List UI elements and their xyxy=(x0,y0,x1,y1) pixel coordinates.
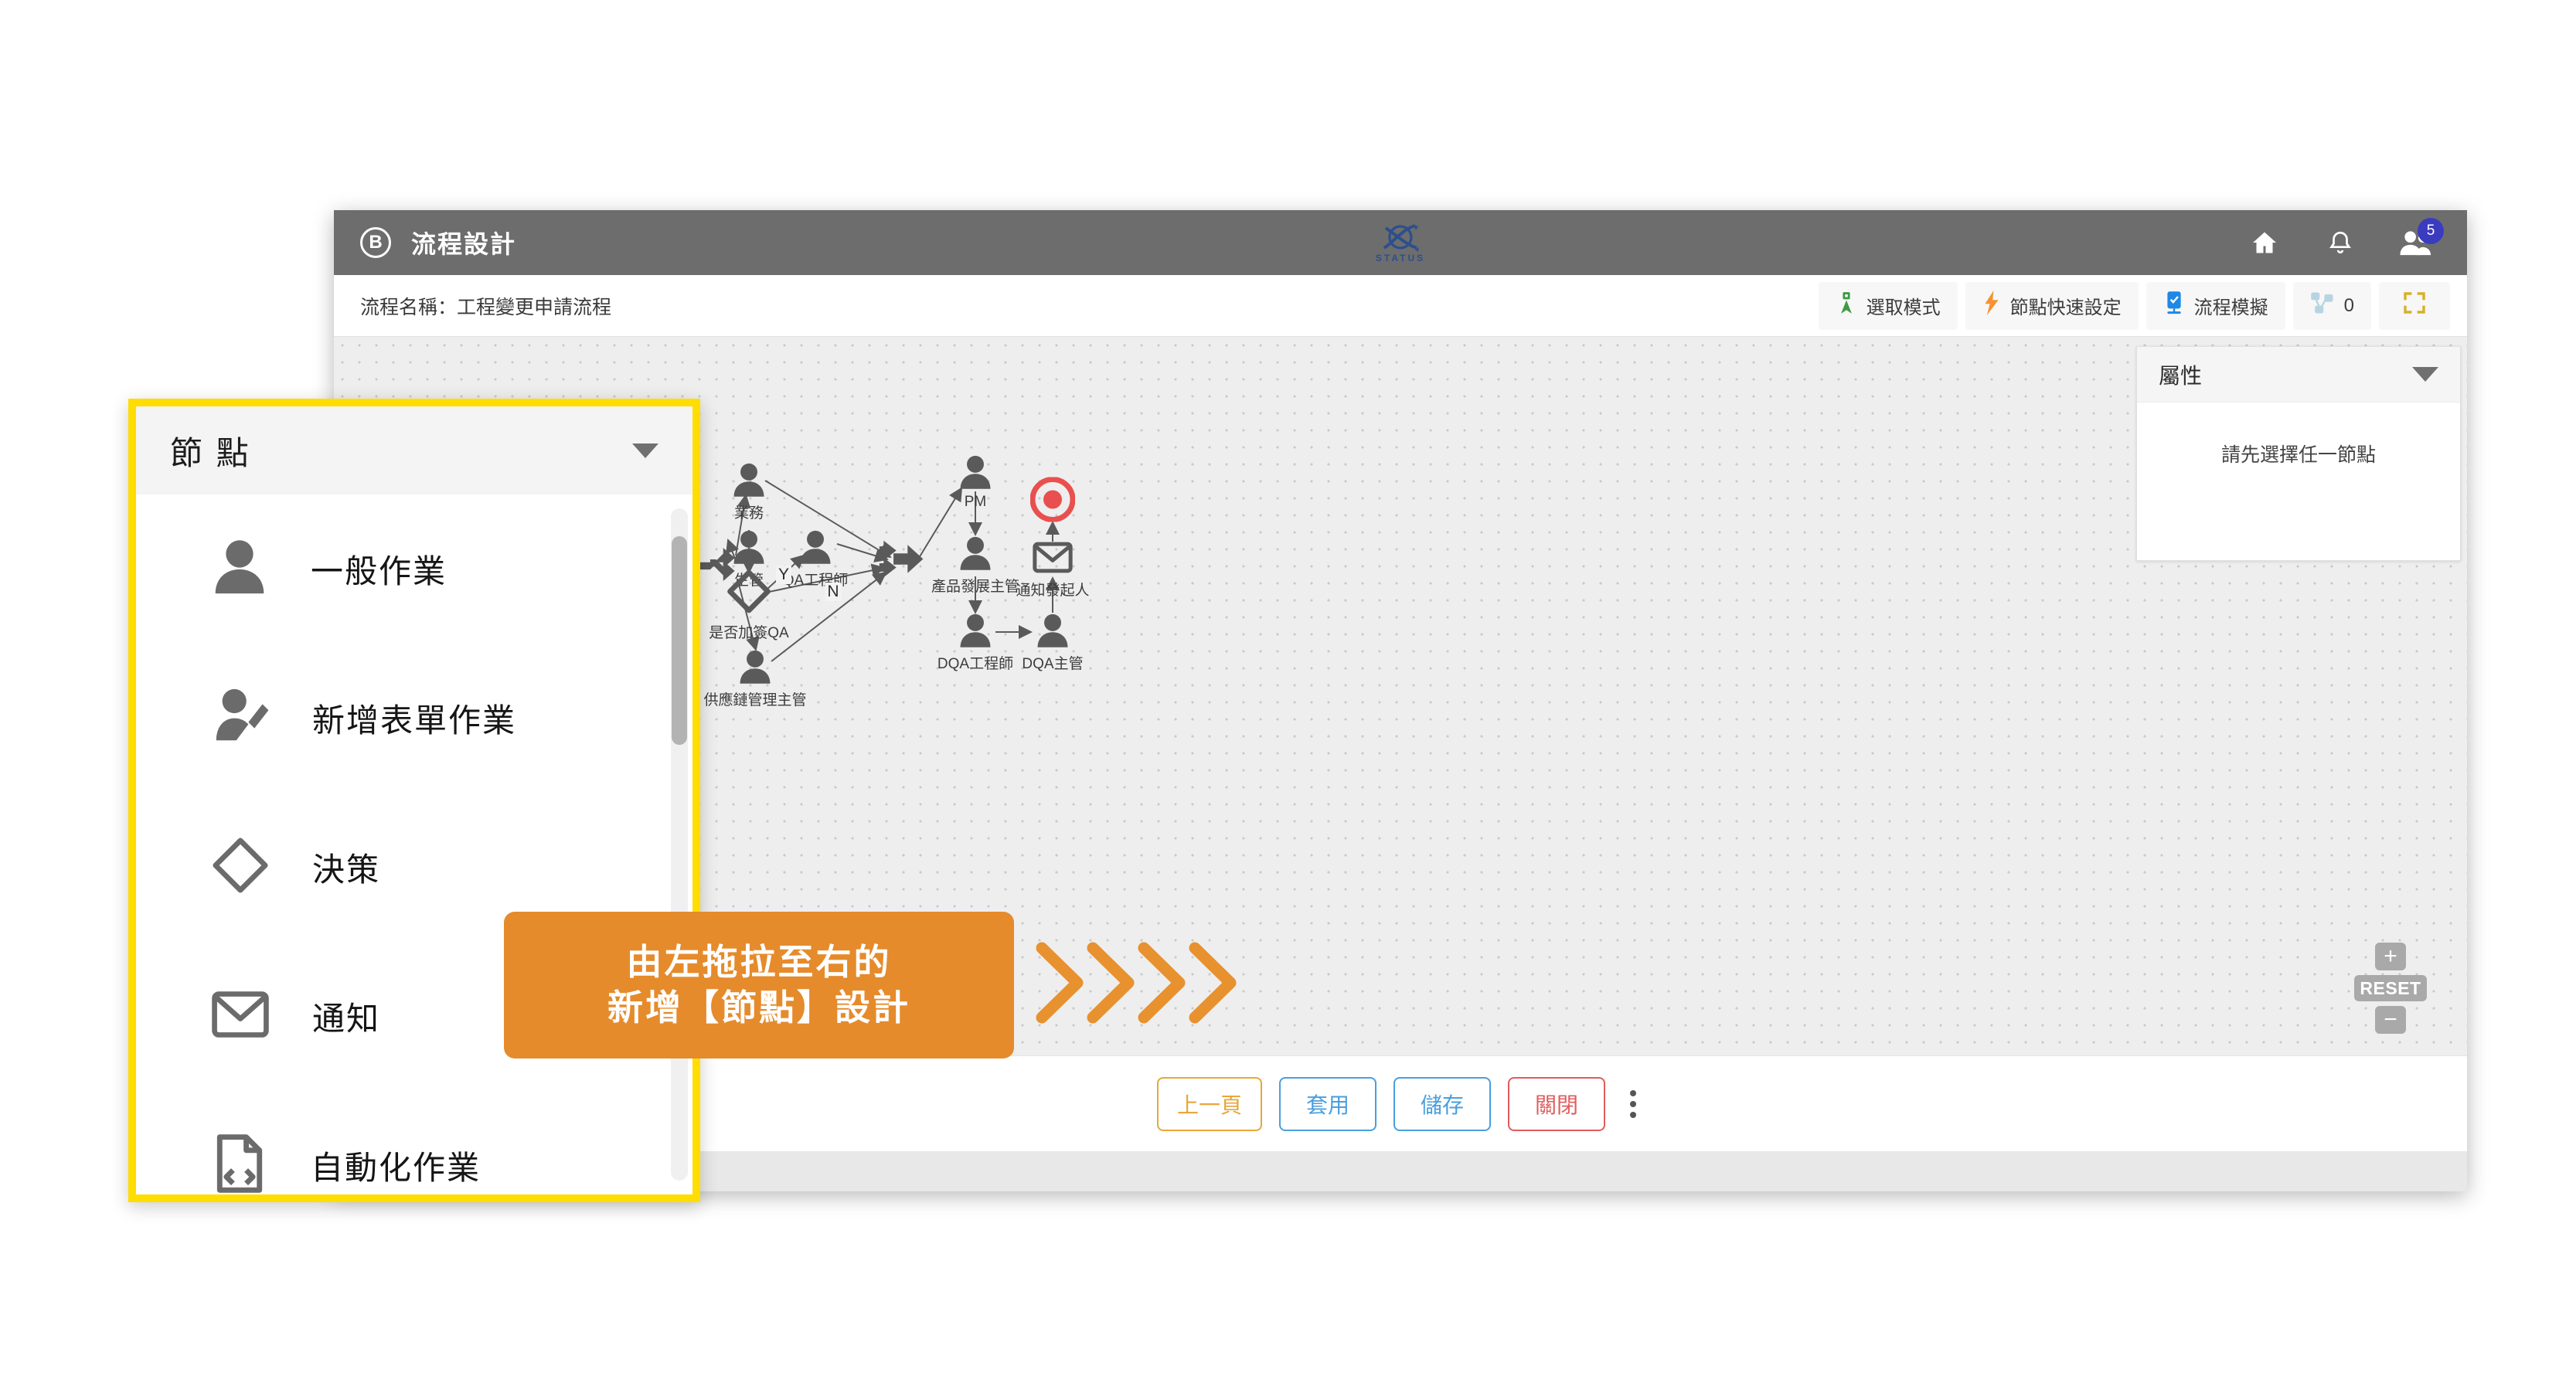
properties-title: 屬性 xyxy=(2159,363,2203,388)
palette-item-label: 通知 xyxy=(312,1001,381,1037)
palette-scrollbar[interactable] xyxy=(671,508,688,1181)
end-node-icon[interactable] xyxy=(1029,477,1076,526)
node-icon-scm-manager[interactable] xyxy=(737,650,774,689)
node-icon-product-dev-manager[interactable] xyxy=(957,536,994,576)
document-code-icon xyxy=(210,1133,269,1194)
fork-gateway-icon[interactable] xyxy=(699,544,742,591)
palette-item-label: 新增表單作業 xyxy=(312,702,517,739)
node-count-button[interactable]: 0 xyxy=(2292,281,2371,330)
envelope-icon xyxy=(210,989,271,1044)
node-label-sales: 業務 xyxy=(733,505,764,522)
app-logo: STATUS xyxy=(1376,222,1425,263)
status-logo-icon xyxy=(1383,224,1419,252)
fullscreen-icon xyxy=(2402,291,2427,321)
chevron-down-icon[interactable] xyxy=(632,443,658,458)
footer-actions: 上一頁 套用 儲存 關閉 xyxy=(334,1056,2467,1152)
select-mode-button[interactable]: 選取模式 xyxy=(1818,281,1958,330)
node-palette-panel: 節 點 一般作業 新增表單 xyxy=(128,399,700,1202)
palette-item-label: 決策 xyxy=(312,851,381,888)
callout-line-2: 新增【節點】設計 xyxy=(607,987,910,1028)
person-icon xyxy=(210,539,269,600)
palette-item-automation-task[interactable]: 自動化作業 xyxy=(136,1091,671,1194)
node-icon-pm[interactable] xyxy=(957,455,994,494)
toolbar-actions: 選取模式 節點快速設定 xyxy=(1818,281,2450,330)
palette-item-decision[interactable]: 決策 xyxy=(136,793,671,942)
titlebar-icon-group: 5 xyxy=(2248,218,2444,260)
node-label-notify-initiator: 通知發起人 xyxy=(1016,583,1090,599)
node-icon-notify-initiator[interactable] xyxy=(1032,541,1074,579)
zoom-reset-button[interactable]: RESET xyxy=(2354,975,2427,1001)
palette-item-notify[interactable]: 通知 xyxy=(136,942,671,1091)
node-icon-sales[interactable] xyxy=(730,463,767,502)
node-label-pm: PM xyxy=(964,494,987,510)
palette-item-add-form-task[interactable]: 新增表單作業 xyxy=(136,644,671,793)
flow-name-label: 流程名稱：工程變更申請流程 xyxy=(360,296,612,318)
palette-item-general-task[interactable]: 一般作業 xyxy=(136,494,671,644)
node-icon-dqa-engineer[interactable] xyxy=(957,613,994,653)
notification-badge: 5 xyxy=(2418,218,2444,244)
kebab-menu-icon[interactable] xyxy=(1622,1082,1644,1126)
drag-direction-arrows xyxy=(1029,931,1261,1035)
brand-badge-icon: B xyxy=(360,227,391,258)
callout-line-1: 由左拖拉至右的 xyxy=(626,942,892,983)
edge-label-yes: Y xyxy=(775,566,792,584)
people-icon[interactable]: 5 xyxy=(2399,218,2444,260)
save-button[interactable]: 儲存 xyxy=(1393,1077,1491,1131)
title-bar: B 流程設計 STATUS xyxy=(334,210,2467,275)
node-icon-qa-engineer[interactable] xyxy=(797,530,834,569)
zoom-in-button[interactable]: + xyxy=(2375,943,2406,970)
node-palette-header[interactable]: 節 點 xyxy=(136,406,692,494)
join-gateway-icon[interactable] xyxy=(878,538,926,585)
logo-text: STATUS xyxy=(1375,253,1426,263)
decision-node-icon[interactable] xyxy=(724,567,774,620)
palette-item-label: 自動化作業 xyxy=(311,1150,482,1186)
fullscreen-button[interactable] xyxy=(2379,281,2450,330)
quick-node-setting-button[interactable]: 節點快速設定 xyxy=(1965,281,2139,330)
node-label-dqa-engineer: DQA工程師 xyxy=(937,656,1014,672)
node-count-label: 0 xyxy=(2343,294,2354,316)
toolbar: 流程名稱：工程變更申請流程 選取模式 節點快速 xyxy=(334,275,2467,337)
node-icon-dqa-manager[interactable] xyxy=(1034,613,1071,653)
chevron-right-icon xyxy=(1036,942,1237,1024)
palette-item-label: 一般作業 xyxy=(311,553,447,590)
node-label-dqa-manager: DQA主管 xyxy=(1022,656,1084,672)
diamond-icon xyxy=(210,835,271,899)
node-label-product-dev-manager: 產品發展主管 xyxy=(931,579,1020,595)
zoom-out-button[interactable]: − xyxy=(2375,1006,2406,1034)
node-palette-title: 節 點 xyxy=(170,434,251,471)
edge-label-no: N xyxy=(825,583,842,601)
home-icon[interactable] xyxy=(2248,226,2282,260)
lightning-icon xyxy=(1982,291,2001,321)
palette-scrollbar-thumb[interactable] xyxy=(672,536,687,745)
node-palette-body: 一般作業 新增表單作業 決策 xyxy=(136,494,692,1194)
node-label-scm-manager: 供應鏈管理主管 xyxy=(703,692,807,708)
instruction-callout: 由左拖拉至右的 新增【節點】設計 xyxy=(504,912,1014,1058)
properties-panel: 屬性 請先選擇任一節點 xyxy=(2136,346,2461,561)
chevron-down-icon[interactable] xyxy=(2412,367,2438,382)
select-mode-icon xyxy=(1836,291,1857,320)
zoom-controls: + RESET − xyxy=(2354,943,2427,1034)
node-label-decision: 是否加簽QA xyxy=(709,625,789,641)
person-edit-icon xyxy=(210,688,271,749)
properties-empty-text: 請先選擇任一節點 xyxy=(2220,444,2376,466)
select-mode-label: 選取模式 xyxy=(1866,297,1941,318)
bell-icon[interactable] xyxy=(2323,226,2357,260)
prev-page-button[interactable]: 上一頁 xyxy=(1156,1077,1262,1131)
node-icon-production-control[interactable] xyxy=(730,530,767,569)
properties-panel-body: 請先選擇任一節點 xyxy=(2137,403,2460,560)
simulate-flow-button[interactable]: 流程模擬 xyxy=(2146,281,2285,330)
quick-node-setting-label: 節點快速設定 xyxy=(2009,297,2122,318)
page-title: 流程設計 xyxy=(411,230,517,258)
close-button[interactable]: 關閉 xyxy=(1508,1077,1605,1131)
node-palette-list: 一般作業 新增表單作業 決策 xyxy=(136,494,671,1194)
properties-panel-header[interactable]: 屬性 xyxy=(2137,347,2460,403)
simulate-icon xyxy=(2163,291,2185,321)
apply-button[interactable]: 套用 xyxy=(1279,1077,1376,1131)
simulate-flow-label: 流程模擬 xyxy=(2193,297,2268,318)
node-graph-icon xyxy=(2310,291,2335,320)
